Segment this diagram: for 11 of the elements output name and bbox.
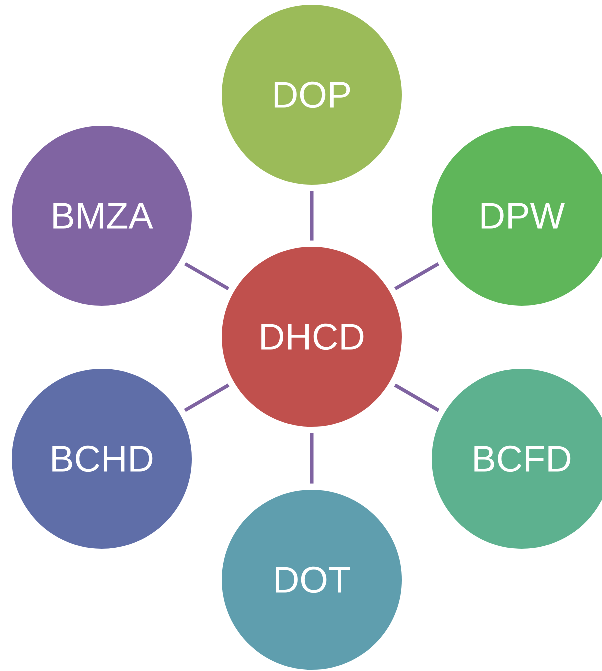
connector-line bbox=[394, 262, 440, 290]
connector-line bbox=[310, 191, 314, 241]
circle-node: DOT bbox=[222, 490, 402, 670]
circle-node: DOP bbox=[222, 5, 402, 185]
circle-node: DHCD bbox=[222, 247, 402, 427]
connector-line bbox=[394, 384, 440, 412]
connector-line bbox=[184, 262, 230, 290]
circle-node: BMZA bbox=[12, 126, 192, 306]
circle-node: BCHD bbox=[12, 369, 192, 549]
connector-line bbox=[184, 384, 230, 412]
connector-line bbox=[310, 433, 314, 484]
